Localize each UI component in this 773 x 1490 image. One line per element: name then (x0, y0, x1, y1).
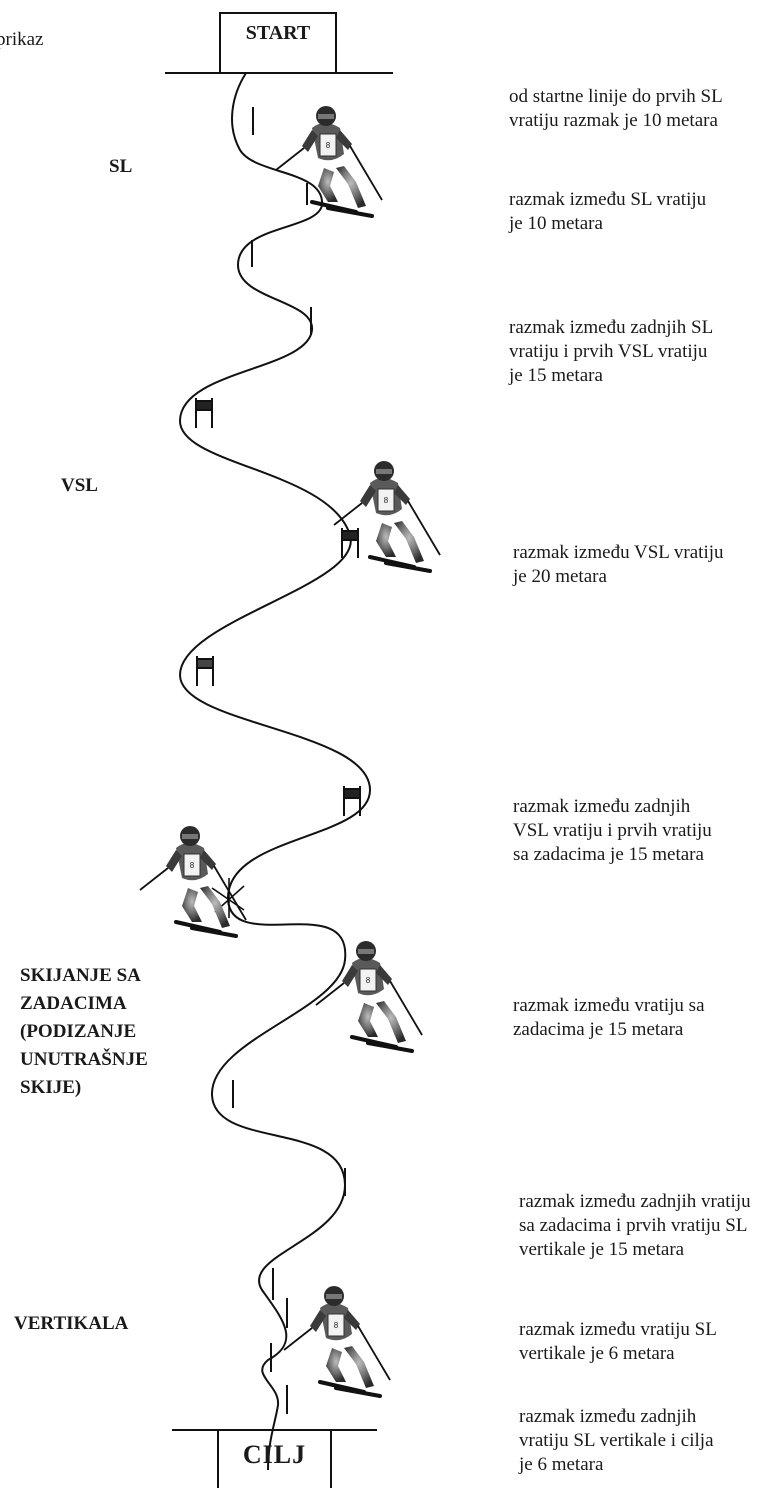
skier-icon (138, 824, 248, 938)
finish-area (172, 1429, 377, 1488)
skier-icon (332, 459, 442, 573)
sl-gate-icon (232, 107, 346, 1196)
finish-label: CILJ (242, 1440, 307, 1469)
skier-icon (314, 939, 424, 1053)
skier-icon (282, 1284, 392, 1398)
section-sl: SL (109, 156, 133, 177)
start-area (165, 12, 393, 74)
vertical-gates (270, 1268, 288, 1414)
section-tasks: SKIJANJE SA ZADACIMA (PODIZANJE UNUTRAŠN… (20, 965, 148, 1098)
section-vertical: VERTIKALA (14, 1313, 129, 1334)
skier-icon (274, 104, 384, 218)
corner-text: prikaz (0, 29, 44, 50)
course-line (178, 72, 372, 1471)
start-label: START (245, 22, 311, 44)
section-vsl: VSL (61, 475, 98, 496)
vsl-gate-icon (195, 398, 361, 816)
start-box (219, 12, 337, 74)
